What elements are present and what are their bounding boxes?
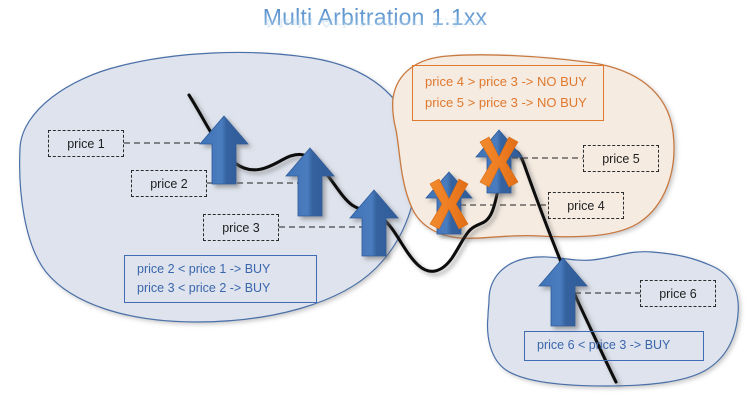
price-label-4: price 4	[548, 192, 624, 219]
marker-price-6[interactable]	[538, 257, 588, 327]
rule-line: price 2 < price 1 -> BUY	[137, 261, 271, 276]
marker-price-1[interactable]	[199, 115, 249, 185]
marker-price-2[interactable]	[285, 147, 335, 217]
price-label-5: price 5	[583, 145, 659, 172]
buy-rules-left: price 2 < price 1 -> BUY price 3 < price…	[124, 255, 317, 303]
marker-price-5[interactable]	[475, 129, 523, 194]
price-label-1: price 1	[48, 130, 124, 157]
marker-price-3[interactable]	[349, 189, 399, 257]
cross-overlay-icon	[429, 178, 469, 230]
price-label-2: price 2	[131, 170, 207, 197]
price-curve	[187, 93, 618, 384]
bottom-right-buy-region	[486, 251, 739, 387]
left-buy-region	[19, 51, 418, 323]
marker-price-4[interactable]	[425, 171, 473, 235]
price-label-6: price 6	[640, 280, 716, 307]
cross-overlay-icon	[479, 136, 519, 188]
rule-line: price 6 < price 3 -> BUY	[537, 338, 671, 353]
rule-line: price 5 > price 3 -> NO BUY	[425, 95, 587, 110]
nobuy-rules-top-right: price 4 > price 3 -> NO BUY price 5 > pr…	[412, 65, 604, 121]
buy-rules-bottom-right: price 6 < price 3 -> BUY	[524, 331, 704, 361]
rule-line: price 3 < price 2 -> BUY	[137, 281, 271, 295]
rule-line: price 4 > price 3 -> NO BUY	[425, 74, 587, 90]
price-label-3: price 3	[203, 214, 279, 241]
